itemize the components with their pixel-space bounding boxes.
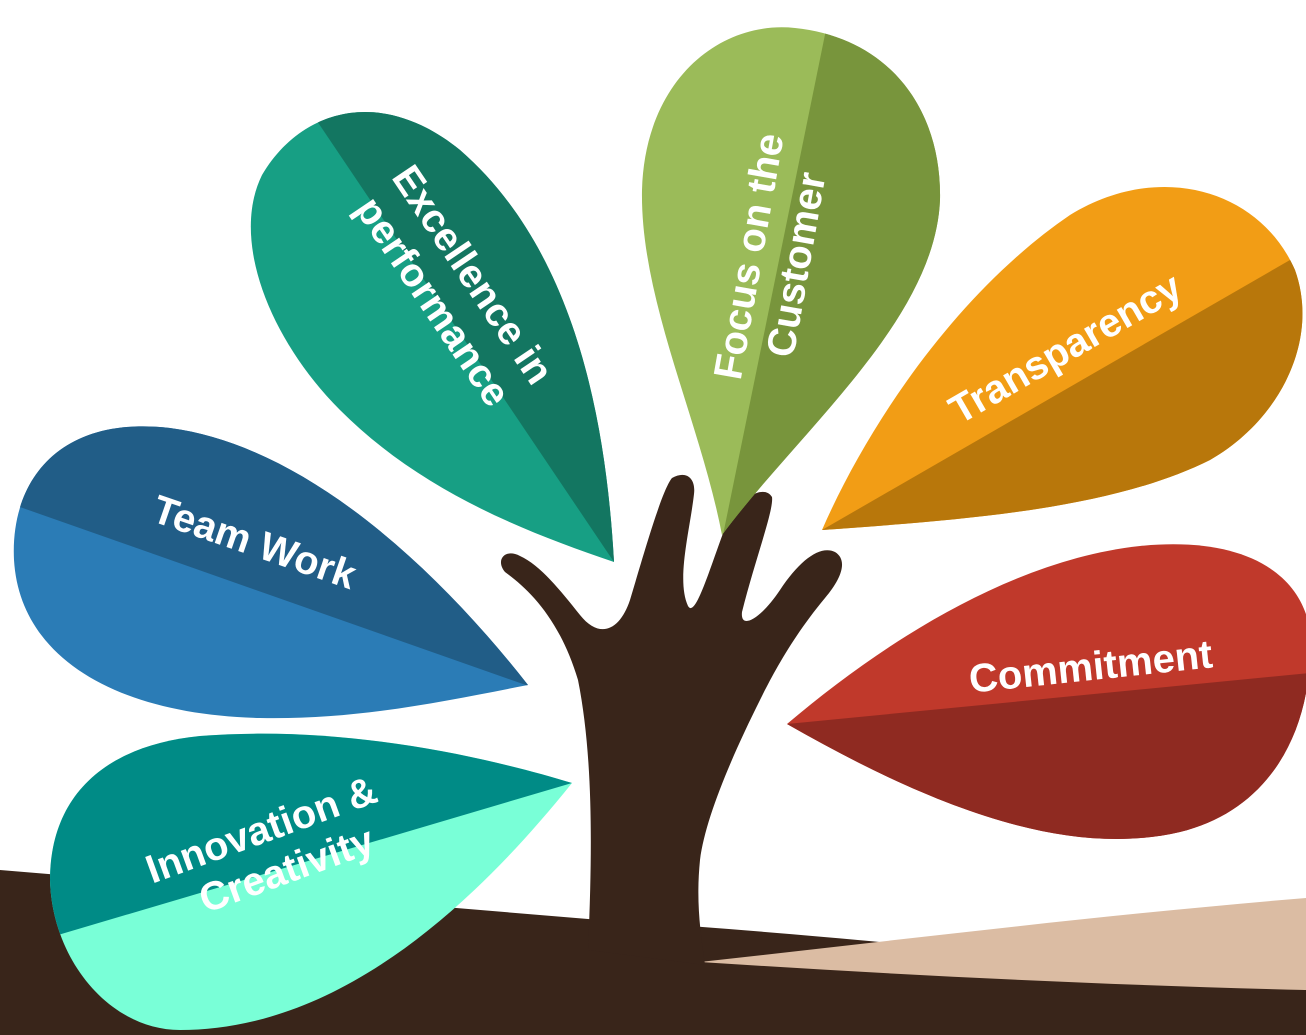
leaf-commitment: Commitment xyxy=(787,544,1306,840)
sand-stripe xyxy=(700,898,1306,990)
hand-tree-trunk xyxy=(500,474,843,965)
trunk-shape xyxy=(500,474,843,965)
